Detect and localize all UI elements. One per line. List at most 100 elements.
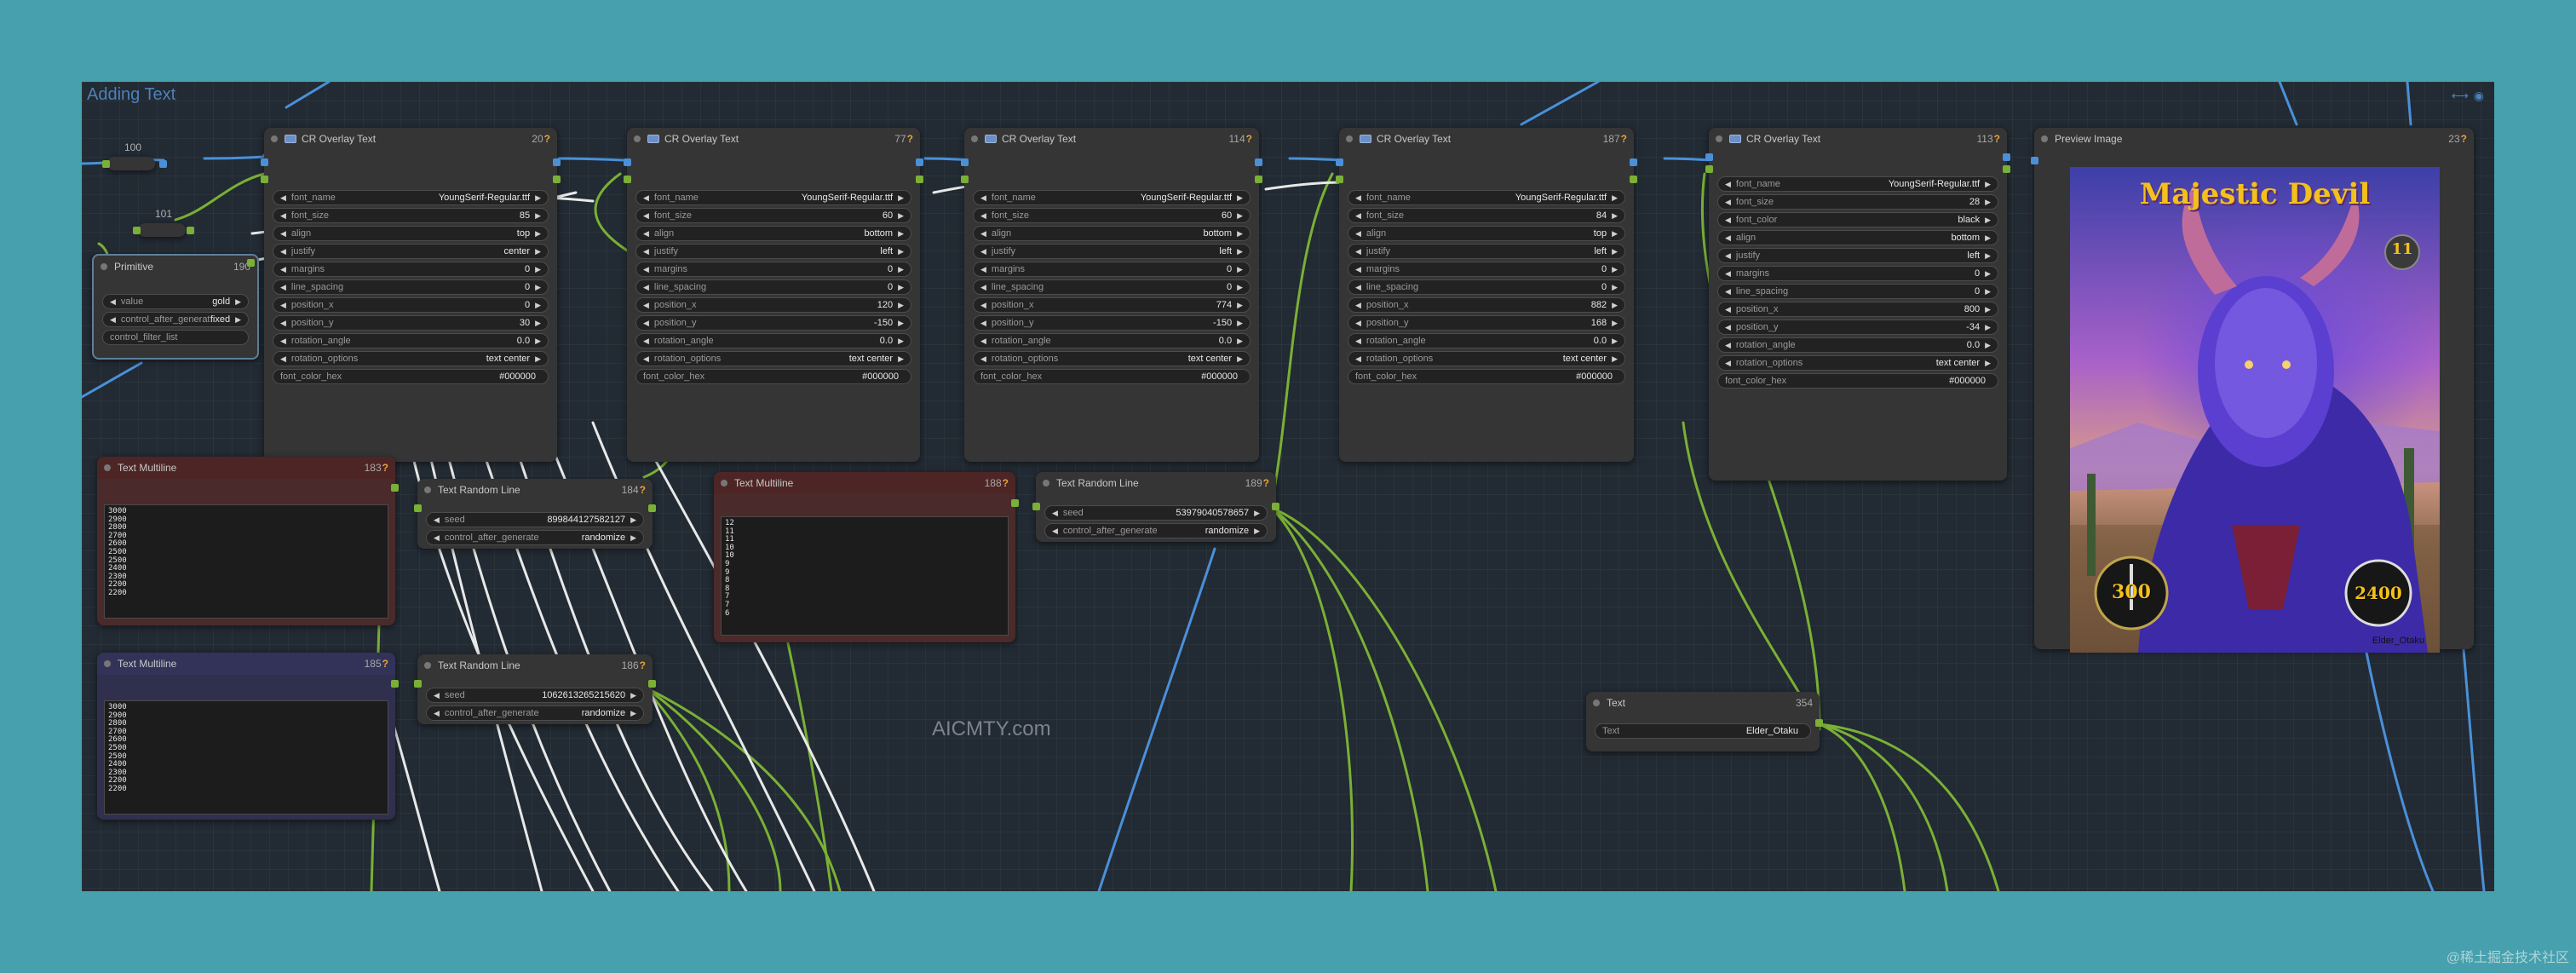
reroute-node-101[interactable]: 101 bbox=[133, 208, 194, 237]
widget-position-y[interactable]: ◀position_y-150▶ bbox=[973, 315, 1251, 331]
decrement-arrow-icon[interactable]: ◀ bbox=[980, 264, 986, 273]
node-header[interactable]: Preview Image 23? bbox=[2034, 128, 2474, 150]
increment-arrow-icon[interactable]: ▶ bbox=[1612, 228, 1618, 238]
output-port-text[interactable] bbox=[1630, 176, 1637, 183]
collapse-dot[interactable] bbox=[101, 263, 107, 270]
increment-arrow-icon[interactable]: ▶ bbox=[1985, 340, 1991, 349]
decrement-arrow-icon[interactable]: ◀ bbox=[1725, 215, 1731, 224]
decrement-arrow-icon[interactable]: ◀ bbox=[280, 193, 286, 202]
increment-arrow-icon[interactable]: ▶ bbox=[1237, 300, 1243, 309]
node-header[interactable]: CR Overlay Text 20? bbox=[264, 128, 557, 150]
output-port-image[interactable] bbox=[1630, 158, 1637, 166]
decrement-arrow-icon[interactable]: ◀ bbox=[643, 210, 649, 220]
increment-arrow-icon[interactable]: ▶ bbox=[1237, 354, 1243, 363]
increment-arrow-icon[interactable]: ▶ bbox=[630, 533, 636, 542]
increment-arrow-icon[interactable]: ▶ bbox=[1985, 197, 1991, 206]
node-header[interactable]: CR Overlay Text 114? bbox=[964, 128, 1259, 150]
node-header[interactable]: Text Multiline 185? bbox=[97, 653, 395, 675]
output-port-string[interactable] bbox=[391, 680, 399, 688]
decrement-arrow-icon[interactable]: ◀ bbox=[1725, 358, 1731, 367]
decrement-arrow-icon[interactable]: ◀ bbox=[643, 264, 649, 273]
decrement-arrow-icon[interactable]: ◀ bbox=[280, 282, 286, 291]
input-port-text[interactable] bbox=[1336, 176, 1343, 183]
increment-arrow-icon[interactable]: ▶ bbox=[535, 282, 541, 291]
increment-arrow-icon[interactable]: ▶ bbox=[898, 354, 904, 363]
decrement-arrow-icon[interactable]: ◀ bbox=[1725, 286, 1731, 296]
decrement-arrow-icon[interactable]: ◀ bbox=[434, 690, 440, 700]
increment-arrow-icon[interactable]: ▶ bbox=[235, 297, 241, 306]
reroute-node-100[interactable]: 100 bbox=[102, 141, 167, 170]
output-port-image[interactable] bbox=[916, 158, 923, 166]
input-port-text[interactable] bbox=[1032, 503, 1040, 510]
increment-arrow-icon[interactable]: ▶ bbox=[1237, 264, 1243, 273]
decrement-arrow-icon[interactable]: ◀ bbox=[1725, 233, 1731, 242]
text-multiline-node-183[interactable]: Text Multiline 183? 3000 2900 2800 2700 … bbox=[97, 457, 399, 625]
decrement-arrow-icon[interactable]: ◀ bbox=[280, 228, 286, 238]
output-port-text[interactable] bbox=[1255, 176, 1262, 183]
decrement-arrow-icon[interactable]: ◀ bbox=[643, 282, 649, 291]
decrement-arrow-icon[interactable]: ◀ bbox=[1355, 193, 1361, 202]
collapse-dot[interactable] bbox=[2041, 135, 2048, 142]
text-node-354[interactable]: Text 354 Text Elder_Otaku bbox=[1586, 692, 1823, 751]
increment-arrow-icon[interactable]: ▶ bbox=[898, 264, 904, 273]
output-port-text[interactable] bbox=[553, 176, 561, 183]
input-port-image[interactable] bbox=[1336, 158, 1343, 166]
increment-arrow-icon[interactable]: ▶ bbox=[1612, 336, 1618, 345]
primitive-node[interactable]: Primitive 190 ◀ value gold ▶ ◀ control_a… bbox=[92, 254, 259, 360]
output-port-image[interactable] bbox=[553, 158, 561, 166]
decrement-arrow-icon[interactable]: ◀ bbox=[280, 300, 286, 309]
decrement-arrow-icon[interactable]: ◀ bbox=[280, 246, 286, 256]
decrement-arrow-icon[interactable]: ◀ bbox=[1355, 210, 1361, 220]
decrement-arrow-icon[interactable]: ◀ bbox=[1355, 282, 1361, 291]
increment-arrow-icon[interactable]: ▶ bbox=[1985, 179, 1991, 188]
collapse-dot[interactable] bbox=[1716, 135, 1722, 142]
collapse-icon[interactable]: ⟷ bbox=[2451, 89, 2474, 102]
decrement-arrow-icon[interactable]: ◀ bbox=[1725, 340, 1731, 349]
increment-arrow-icon[interactable]: ▶ bbox=[1985, 215, 1991, 224]
widget-value[interactable]: ◀ value gold ▶ bbox=[102, 294, 249, 309]
increment-arrow-icon[interactable]: ▶ bbox=[898, 193, 904, 202]
decrement-arrow-icon[interactable]: ◀ bbox=[980, 318, 986, 327]
widget-font-color-hex[interactable]: font_color_hex#000000 bbox=[635, 369, 911, 384]
input-port[interactable] bbox=[102, 160, 110, 168]
multiline-textarea[interactable]: 12 11 11 10 10 9 9 8 8 7 7 6 bbox=[721, 516, 1009, 636]
preview-image-node[interactable]: Preview Image 23? bbox=[2031, 128, 2474, 653]
decrement-arrow-icon[interactable]: ◀ bbox=[1725, 197, 1731, 206]
decrement-arrow-icon[interactable]: ◀ bbox=[280, 210, 286, 220]
increment-arrow-icon[interactable]: ▶ bbox=[535, 246, 541, 256]
decrement-arrow-icon[interactable]: ◀ bbox=[980, 282, 986, 291]
increment-arrow-icon[interactable]: ▶ bbox=[898, 318, 904, 327]
increment-arrow-icon[interactable]: ▶ bbox=[1612, 210, 1618, 220]
decrement-arrow-icon[interactable]: ◀ bbox=[1355, 246, 1361, 256]
output-port-string[interactable] bbox=[1011, 499, 1019, 507]
widget-control-after-generate[interactable]: ◀ control_after_generate fixed ▶ bbox=[102, 312, 249, 327]
increment-arrow-icon[interactable]: ▶ bbox=[535, 318, 541, 327]
